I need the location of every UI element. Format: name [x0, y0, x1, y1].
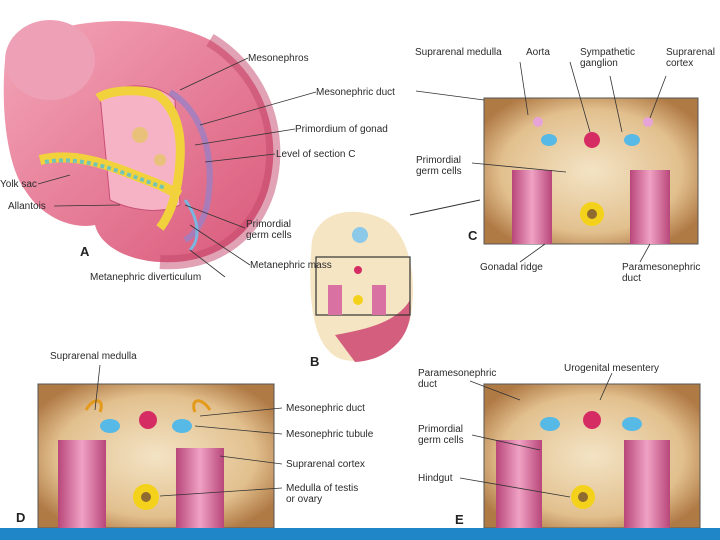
label-metanephric-mass: Metanephric mass	[250, 260, 332, 271]
label-mesonephric-tubule: Mesonephric tubule	[286, 429, 374, 440]
label-primordial-germ-cells-a: Primordial germ cells	[246, 219, 292, 241]
label-allantois: Allantois	[8, 201, 46, 212]
panel-e-section	[483, 383, 701, 529]
leader-lines	[37, 57, 667, 498]
label-primordial-germ-cells-c: Primordial germ cells	[416, 155, 462, 177]
label-metanephric-diverticulum: Metanephric diverticulum	[90, 272, 202, 283]
panel-d-section	[37, 383, 275, 529]
panel-b-section	[310, 199, 481, 362]
label-gonadal-ridge: Gonadal ridge	[480, 262, 543, 273]
panel-a-embryo	[3, 20, 281, 270]
footer-bar	[0, 528, 720, 540]
label-suprarenal-cortex-c: Suprarenal cortex	[666, 47, 715, 69]
label-suprarenal-medulla-c: Suprarenal medulla	[415, 47, 502, 58]
label-paramesonephric-duct-c: Paramesonephric duct	[622, 262, 701, 284]
label-suprarenal-cortex-d: Suprarenal cortex	[286, 459, 365, 470]
label-medulla-testis-ovary: Medulla of testis or ovary	[286, 483, 359, 505]
panel-letter-c: C	[468, 228, 478, 243]
label-sympathetic-ganglion: Sympathetic ganglion	[580, 47, 636, 69]
label-yolk-sac: Yolk sac	[0, 179, 37, 190]
label-primordium-gonad: Primordium of gonad	[295, 124, 388, 135]
label-paramesonephric-duct-e: Paramesonephric duct	[418, 368, 497, 390]
label-mesonephros: Mesonephros	[248, 53, 309, 64]
label-urogenital-mesentery: Urogenital mesentery	[564, 363, 660, 374]
label-level-section-c: Level of section C	[276, 149, 356, 160]
panel-letter-b: B	[310, 354, 320, 369]
label-mesonephric-duct-d: Mesonephric duct	[286, 403, 365, 414]
label-mesonephric-duct: Mesonephric duct	[316, 87, 395, 98]
label-primordial-germ-cells-e: Primordial germ cells	[418, 424, 464, 446]
label-hindgut: Hindgut	[418, 473, 453, 484]
panel-letter-e: E	[455, 512, 464, 527]
panel-letter-a: A	[80, 244, 90, 259]
label-aorta: Aorta	[526, 47, 550, 58]
panel-c-section	[483, 97, 699, 245]
label-suprarenal-medulla-d: Suprarenal medulla	[50, 351, 137, 362]
panel-letter-d: D	[16, 510, 26, 525]
